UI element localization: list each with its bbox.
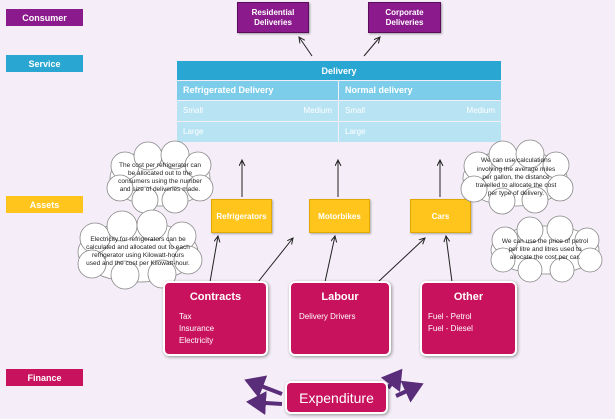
- refrigerated-delivery-cell: Refrigerated Delivery: [177, 81, 338, 100]
- note-petrol: We can use the price of petrol per litre…: [498, 234, 592, 266]
- normal-size-row-1: Small Medium: [339, 101, 501, 121]
- residential-deliveries-label: Residential Deliveries: [251, 8, 295, 27]
- normal-delivery-cell: Normal delivery: [339, 81, 501, 100]
- cloud-miles: [460, 139, 574, 215]
- refrigerators-asset: Refrigerators: [211, 199, 272, 233]
- arrow-contracts-refrigerators: [209, 236, 218, 283]
- normal-large: Large: [345, 127, 366, 136]
- corporate-deliveries-box: Corporate Deliveries: [368, 2, 441, 33]
- note-electricity-text: Electricity for refrigerators can be cal…: [86, 235, 190, 268]
- arrow-labour-motorbikes: [324, 236, 335, 283]
- contracts-item: Insurance: [179, 324, 215, 333]
- refrigerated-medium: Medium: [303, 106, 332, 115]
- expenditure-arrow-right-1: [380, 368, 403, 392]
- layer-finance-label: Finance: [6, 369, 83, 386]
- motorbikes-asset: Motorbikes: [309, 199, 370, 233]
- arrow-labour-cars: [377, 238, 425, 283]
- expenditure-box: Expenditure: [285, 381, 388, 414]
- service-delivery-header: Delivery: [177, 61, 501, 80]
- note-petrol-text: We can use the price of petrol per litre…: [501, 237, 589, 262]
- layer-consumer-label: Consumer: [6, 9, 83, 26]
- other-title: Other: [453, 291, 484, 303]
- normal-small: Small: [345, 106, 366, 115]
- labour-item: Delivery Drivers: [299, 312, 356, 321]
- normal-size-row-2: Large: [339, 122, 501, 142]
- refrigerated-size-row-2: Large: [177, 122, 338, 142]
- cloud-fridge-cost: [106, 140, 214, 214]
- refrigerated-delivery-label: Refrigerated Delivery: [183, 85, 274, 95]
- contracts-item: Tax: [179, 312, 192, 321]
- cloud-electricity: [77, 209, 203, 290]
- arrow-to-residential: [299, 37, 313, 57]
- labour-box: Labour Delivery Drivers: [289, 281, 391, 356]
- normal-medium: Medium: [466, 106, 495, 115]
- corporate-deliveries-label: Corporate Deliveries: [385, 8, 424, 27]
- arrow-to-corporate: [363, 37, 380, 57]
- cars-asset: Cars: [410, 199, 471, 233]
- note-miles-text: We can use calculations involving the av…: [475, 157, 557, 198]
- refrigerated-large: Large: [183, 127, 204, 136]
- expenditure-label: Expenditure: [299, 389, 374, 406]
- refrigerated-small: Small: [183, 106, 204, 115]
- layer-service-label: Service: [6, 55, 83, 72]
- residential-deliveries-box: Residential Deliveries: [237, 2, 309, 33]
- layer-assets-label: Assets: [6, 196, 83, 213]
- arrow-contracts-motorbikes: [257, 238, 293, 283]
- refrigerated-size-row-1: Small Medium: [177, 101, 338, 121]
- contracts-box: Contracts Tax Insurance Electricity: [163, 281, 268, 356]
- expenditure-arrow-left-1: [244, 375, 283, 398]
- note-fridge-cost-text: The cost per refrigerator can be allocat…: [118, 161, 202, 194]
- expenditure-arrow-right-2: [395, 380, 424, 403]
- other-item: Fuel - Petrol: [428, 312, 472, 321]
- arrow-other-cars: [446, 236, 453, 283]
- note-electricity: Electricity for refrigerators can be cal…: [86, 228, 190, 276]
- other-box: Other Fuel - Petrol Fuel - Diesel: [420, 281, 517, 356]
- note-fridge-cost: The cost per refrigerator can be allocat…: [118, 155, 202, 201]
- expenditure-arrow-left-2: [246, 391, 283, 415]
- other-item: Fuel - Diesel: [428, 324, 473, 333]
- normal-delivery-label: Normal delivery: [345, 85, 413, 95]
- cloud-petrol: [490, 215, 603, 283]
- contracts-item: Electricity: [179, 336, 214, 345]
- labour-title: Labour: [321, 291, 359, 303]
- contracts-title: Contracts: [189, 291, 242, 303]
- note-miles: We can use calculations involving the av…: [472, 155, 560, 201]
